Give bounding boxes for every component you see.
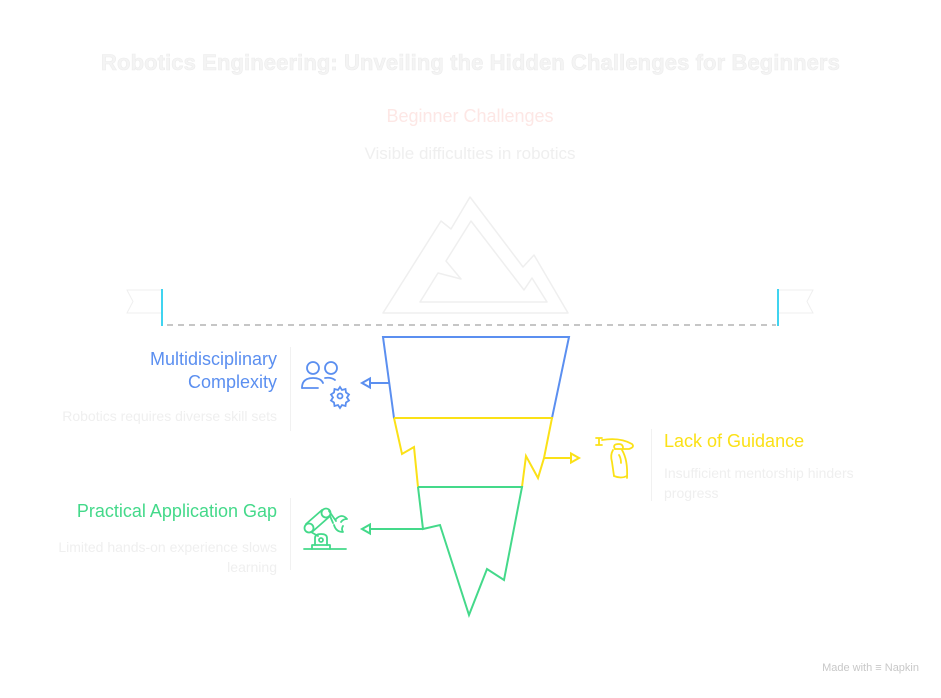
diagram-title: Robotics Engineering: Unveiling the Hidd… (101, 50, 840, 76)
layer-guidance-shape (393, 417, 554, 488)
tip-title: Beginner Challenges (386, 106, 554, 126)
layer-practical-shape (417, 486, 524, 618)
hand-offering-icon (595, 437, 634, 479)
layer-practical-description: Limited hands-on experience slows learni… (17, 537, 277, 577)
divider-practical (290, 498, 291, 570)
napkin-logo-icon: ≡ (875, 662, 882, 674)
connector-multidisciplinary (359, 376, 390, 390)
connector-practical (359, 522, 423, 536)
layer-multidisciplinary-title-line-1: Multidisciplinary (149, 349, 277, 369)
iceberg-tip-outer (382, 196, 569, 314)
layer-practical-title: Practical Application Gap (76, 501, 277, 521)
layer-guidance-description-line-2: progress (664, 485, 719, 501)
right-flag (777, 289, 814, 314)
users-gear-icon (301, 361, 351, 410)
waterline (126, 289, 814, 326)
layer-guidance-description-line-1: Insufficient mentorship hinders (664, 465, 854, 481)
robot-arm-icon (303, 507, 348, 550)
footer-brand: Napkin (884, 662, 919, 674)
layer-practical-description-line-2: learning (227, 559, 277, 575)
footer-made-with: Made with (822, 662, 873, 674)
layer-practical-description-line-1: Limited hands-on experience slows (58, 539, 277, 555)
iceberg-tip (382, 196, 569, 314)
divider-multidisciplinary (290, 347, 291, 431)
connector-guidance (544, 451, 582, 465)
divider-guidance (651, 429, 652, 501)
layer-multidisciplinary-title-line-2: Complexity (187, 372, 277, 392)
layer-guidance-description: Insufficient mentorship hinders progress (664, 463, 904, 503)
layer-multidisciplinary-shape (381, 336, 571, 419)
layer-guidance-title: Lack of Guidance (664, 431, 805, 451)
footer-attribution: Made with ≡ Napkin (822, 662, 919, 674)
tip-description: Visible difficulties in robotics (364, 144, 576, 163)
iceberg-tip-inner (419, 220, 548, 303)
layer-multidisciplinary-description: Robotics requires diverse skill sets (62, 408, 277, 424)
left-flag (126, 289, 163, 314)
layer-multidisciplinary-title: Multidisciplinary Complexity (57, 348, 277, 394)
